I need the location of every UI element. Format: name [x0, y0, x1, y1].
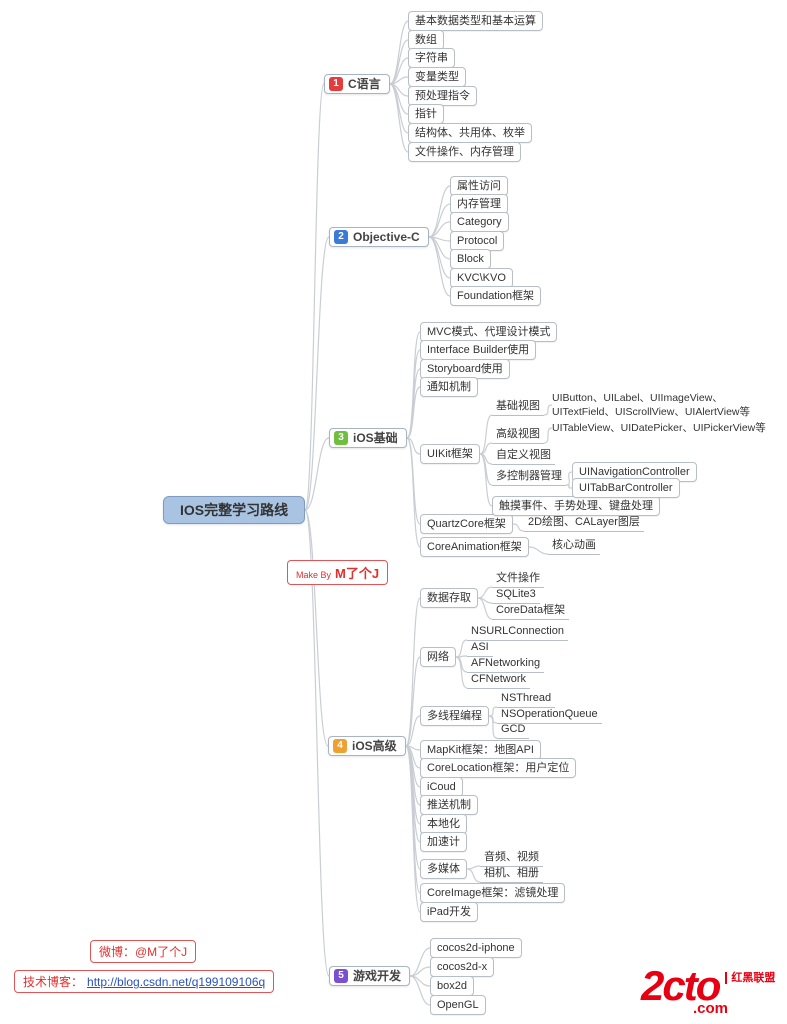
topic-localization: 本地化 — [420, 814, 467, 834]
logo-domain: .com — [693, 1000, 729, 1017]
basic-views-list: UIButton、UILabel、UIImageView、 UITextFiel… — [552, 391, 750, 419]
branch-game-dev: 5 游戏开发 — [329, 966, 411, 986]
branch-label: 游戏开发 — [353, 969, 402, 983]
central-topic: IOS完整学习路线 — [163, 496, 306, 524]
advanced-views-list: UITableView、UIDatePicker、UIPickerView等 — [552, 422, 766, 434]
blog-note: 技术博客： http://blog.csdn.net/q199109106q — [14, 970, 275, 993]
topic-item: OpenGL — [430, 995, 486, 1015]
branch-objective-c: 2 Objective-C — [329, 227, 429, 247]
site-logo: 2cto 红黑联盟 .com — [641, 962, 775, 1018]
blog-link[interactable]: http://blog.csdn.net/q199109106q — [87, 975, 266, 989]
topic-item: 音频、视频 — [480, 850, 543, 867]
basic-views-list-line2: UITextField、UIScrollView、UIAlertView等 — [552, 406, 750, 418]
weibo-note: 微博：@M了个J — [90, 940, 197, 963]
blog-label: 技术博客： — [23, 975, 84, 989]
topic-item: NSOperationQueue — [497, 707, 602, 724]
logo-text: 2cto — [641, 962, 721, 1009]
topic-item: cocos2d-iphone — [430, 938, 522, 958]
topic-item: NSThread — [497, 691, 556, 708]
topic-2d-drawing: 2D绘图、CALayer图层 — [524, 515, 644, 532]
topic-core-animation-desc: 核心动画 — [548, 538, 600, 555]
topic-item: 结构体、共用体、枚举 — [408, 123, 532, 143]
topic-item: 字符串 — [408, 48, 455, 68]
topic-item: ASI — [467, 640, 493, 657]
topic-item: AFNetworking — [467, 656, 545, 673]
branch-label: iOS高级 — [352, 739, 397, 753]
topic-data-storage: 数据存取 — [420, 588, 478, 608]
make-by-note: Make By M了个J — [287, 560, 389, 585]
topic-item: CoreData框架 — [492, 603, 570, 620]
topic-storyboard: Storyboard使用 — [420, 359, 510, 379]
topic-quartzcore: QuartzCore框架 — [420, 514, 513, 534]
topic-item: 属性访问 — [450, 176, 508, 196]
topic-item: 文件操作、内存管理 — [408, 142, 521, 162]
branch-label: C语言 — [348, 77, 381, 91]
topic-network: 网络 — [420, 647, 456, 667]
topic-item: Category — [450, 212, 509, 232]
topic-custom-views: 自定义视图 — [492, 448, 555, 465]
topic-accelerometer: 加速计 — [420, 832, 467, 852]
topic-item: 数组 — [408, 30, 444, 50]
topic-item: GCD — [497, 722, 530, 739]
weibo-text: 微博：@M了个J — [99, 945, 188, 959]
topic-corelocation: CoreLocation框架：用户定位 — [420, 758, 577, 778]
topic-item: 文件操作 — [492, 571, 544, 588]
topic-multithreading: 多线程编程 — [420, 706, 489, 726]
branch-label: iOS基础 — [353, 431, 398, 445]
badge-3-icon: 3 — [334, 431, 348, 445]
topic-item: 指针 — [408, 104, 444, 124]
topic-tabbar-controller: UITabBarController — [572, 478, 680, 498]
topic-basic-views: 基础视图 — [492, 399, 544, 416]
badge-4-icon: 4 — [333, 739, 347, 753]
topic-push: 推送机制 — [420, 795, 478, 815]
topic-notification: 通知机制 — [420, 377, 478, 397]
topic-multimedia: 多媒体 — [420, 859, 467, 879]
topic-item: SQLite3 — [492, 587, 540, 604]
topic-item: 基本数据类型和基本运算 — [408, 11, 543, 31]
topic-coreimage: CoreImage框架：滤镜处理 — [420, 883, 566, 903]
badge-2-icon: 2 — [334, 230, 348, 244]
topic-item: 变量类型 — [408, 67, 466, 87]
topic-mapkit: MapKit框架：地图API — [420, 740, 541, 760]
branch-ios-basic: 3 iOS基础 — [329, 428, 407, 448]
topic-item: cocos2d-x — [430, 957, 495, 977]
topic-touch-events: 触摸事件、手势处理、键盘处理 — [492, 496, 660, 516]
topic-item: NSURLConnection — [467, 624, 568, 641]
topic-item: Protocol — [450, 231, 505, 251]
logo-tagline: 红黑联盟 — [725, 972, 775, 984]
badge-5-icon: 5 — [334, 969, 348, 983]
topic-mvc: MVC模式、代理设计模式 — [420, 322, 558, 342]
topic-interface-builder: Interface Builder使用 — [420, 340, 537, 360]
topic-item: 内存管理 — [450, 194, 508, 214]
topic-item: Foundation框架 — [450, 286, 542, 306]
topic-item: 预处理指令 — [408, 86, 477, 106]
topic-item: box2d — [430, 976, 474, 996]
topic-item: CFNetwork — [467, 672, 531, 689]
badge-1-icon: 1 — [329, 77, 343, 91]
branch-label: Objective-C — [353, 230, 420, 244]
make-by-prefix: Make By — [296, 570, 332, 580]
topic-uikit: UIKit框架 — [420, 444, 480, 464]
topic-coreanimation: CoreAnimation框架 — [420, 537, 529, 557]
make-by-name: M了个J — [335, 566, 380, 581]
topic-advanced-views: 高级视图 — [492, 427, 544, 444]
branch-c-language: 1 C语言 — [324, 74, 390, 94]
topic-item: KVC\KVO — [450, 268, 513, 288]
topic-controllers: 多控制器管理 — [492, 469, 566, 486]
topic-ipad: iPad开发 — [420, 902, 479, 922]
topic-item: Block — [450, 249, 491, 269]
branch-ios-advanced: 4 iOS高级 — [328, 736, 406, 756]
topic-item: 相机、相册 — [480, 866, 543, 883]
topic-icloud: iCoud — [420, 777, 463, 797]
basic-views-list-line1: UIButton、UILabel、UIImageView、 — [552, 392, 723, 404]
